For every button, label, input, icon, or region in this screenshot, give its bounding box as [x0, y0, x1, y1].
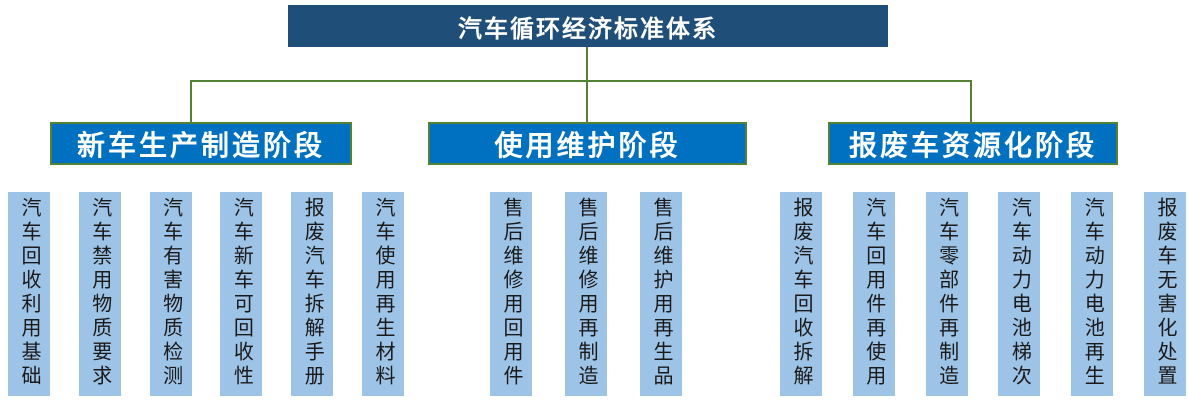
standard-item: 汽车使用再生材料 [361, 192, 404, 396]
connector-drop-middle [586, 80, 588, 122]
column-group-2: 报废汽车回收拆解 汽车回用件再使用 汽车零部件再制造 汽车动力电池梯次 汽车动力电池再生… [780, 192, 1186, 396]
standard-item: 售后维修用回用件 [490, 192, 532, 396]
stage-node-1: 使用维护阶段 [428, 122, 747, 165]
standard-item-label: 汽车动力电池梯次 [1008, 197, 1031, 389]
connector-root-stem [586, 47, 588, 81]
standard-item: 汽车回收利用基础 [8, 192, 50, 396]
standard-item-label: 汽车有害物质检测 [159, 197, 182, 389]
standard-item-label: 售后维护用再生品 [650, 197, 672, 389]
standard-item: 报废汽车拆解手册 [291, 192, 334, 396]
standard-item: 汽车有害物质检测 [149, 192, 192, 396]
standard-item-label: 售后维修用再制造 [575, 197, 597, 389]
standard-item-label: 汽车新车可回收性 [230, 197, 253, 389]
standard-item-label: 汽车回用件再使用 [862, 197, 885, 389]
standard-item-label: 报废车无害化处置 [1153, 197, 1176, 389]
standard-item: 报废车无害化处置 [1143, 192, 1186, 396]
standard-item-label: 售后维修用回用件 [500, 197, 522, 389]
standard-item: 售后维护用再生品 [640, 192, 682, 396]
standard-item: 汽车零部件再制造 [925, 192, 968, 396]
stage-node-0: 新车生产制造阶段 [50, 122, 352, 165]
standard-item-label: 汽车零部件再制造 [935, 197, 958, 389]
standard-item: 汽车禁用物质要求 [78, 192, 121, 396]
standard-item-label: 报废汽车回收拆解 [790, 197, 812, 389]
stage-node-2: 报废车资源化阶段 [828, 122, 1118, 165]
column-group-1: 售后维修用回用件 售后维修用再制造 售后维护用再生品 [490, 192, 682, 396]
standard-item: 汽车动力电池再生 [1071, 192, 1114, 396]
column-group-0: 汽车回收利用基础 汽车禁用物质要求 汽车有害物质检测 汽车新车可回收性 报废汽车拆解手册… [8, 192, 404, 396]
standard-item-label: 汽车禁用物质要求 [88, 197, 111, 389]
standard-item: 汽车动力电池梯次 [998, 192, 1041, 396]
standard-item: 汽车新车可回收性 [220, 192, 263, 396]
standard-item: 报废汽车回收拆解 [780, 192, 822, 396]
standard-item: 汽车回用件再使用 [852, 192, 895, 396]
connector-drop-right [970, 80, 972, 122]
standard-item: 售后维修用再制造 [565, 192, 607, 396]
standard-item-label: 汽车回收利用基础 [18, 197, 40, 389]
connector-drop-left [190, 80, 192, 122]
standard-item-label: 报废汽车拆解手册 [301, 197, 324, 389]
connector-horizontal-span [190, 80, 972, 82]
standard-item-label: 汽车动力电池再生 [1081, 197, 1104, 389]
root-node: 汽车循环经济标准体系 [288, 5, 888, 47]
standard-item-label: 汽车使用再生材料 [371, 197, 394, 389]
